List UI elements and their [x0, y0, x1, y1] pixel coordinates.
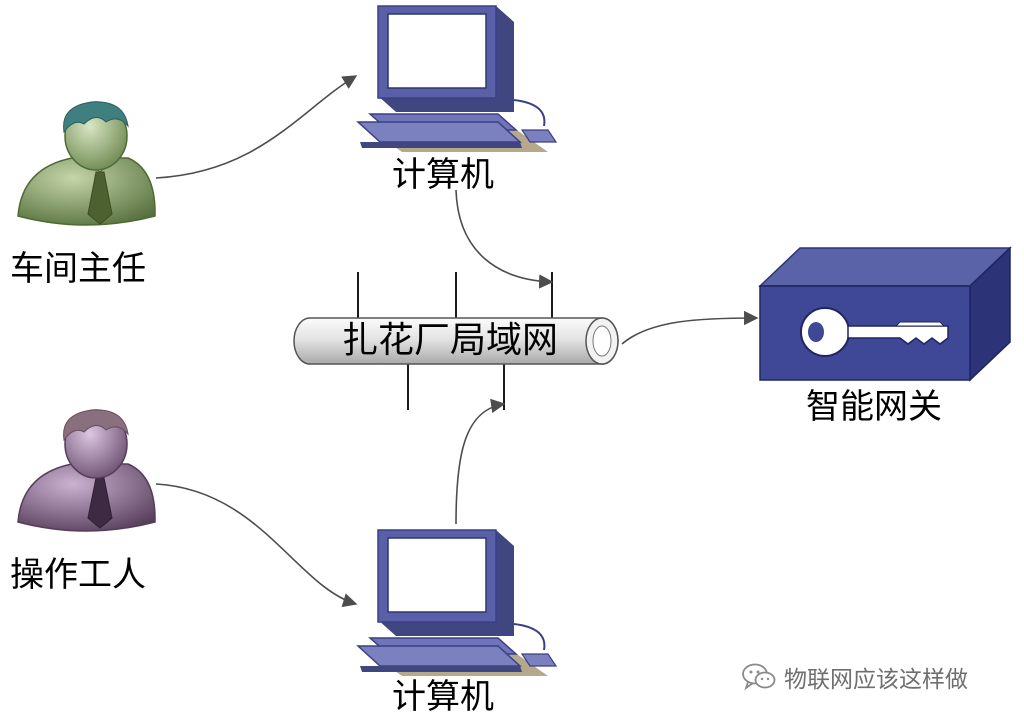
gateway-icon — [758, 246, 1012, 382]
arrow-computer-to-lan-bottom — [455, 398, 506, 525]
arrow-operator-to-computer — [155, 483, 358, 608]
connector-arrows — [155, 75, 759, 608]
computer-bottom-icon — [356, 529, 558, 676]
watermark-text: 物联网应该这样做 — [784, 667, 968, 693]
gateway-label: 智能网关 — [806, 387, 942, 427]
workshop-director-label: 车间主任 — [10, 249, 146, 289]
operator-label: 操作工人 — [10, 555, 146, 595]
lan-pipe — [293, 272, 619, 410]
computer-top-label: 计算机 — [392, 155, 494, 195]
key-icon — [800, 307, 949, 357]
computer-top-icon — [356, 5, 558, 152]
arrow-director-to-computer — [155, 75, 358, 179]
lan-label: 扎花厂局域网 — [341, 320, 558, 361]
arrow-lan-to-gateway — [621, 310, 759, 345]
computer-bottom-label: 计算机 — [392, 677, 494, 717]
operator-icon — [17, 409, 156, 532]
arrow-computer-to-lan — [455, 189, 554, 289]
wechat-icon — [742, 663, 776, 691]
workshop-director-icon — [17, 101, 156, 226]
watermark: 物联网应该这样做 — [742, 662, 968, 693]
